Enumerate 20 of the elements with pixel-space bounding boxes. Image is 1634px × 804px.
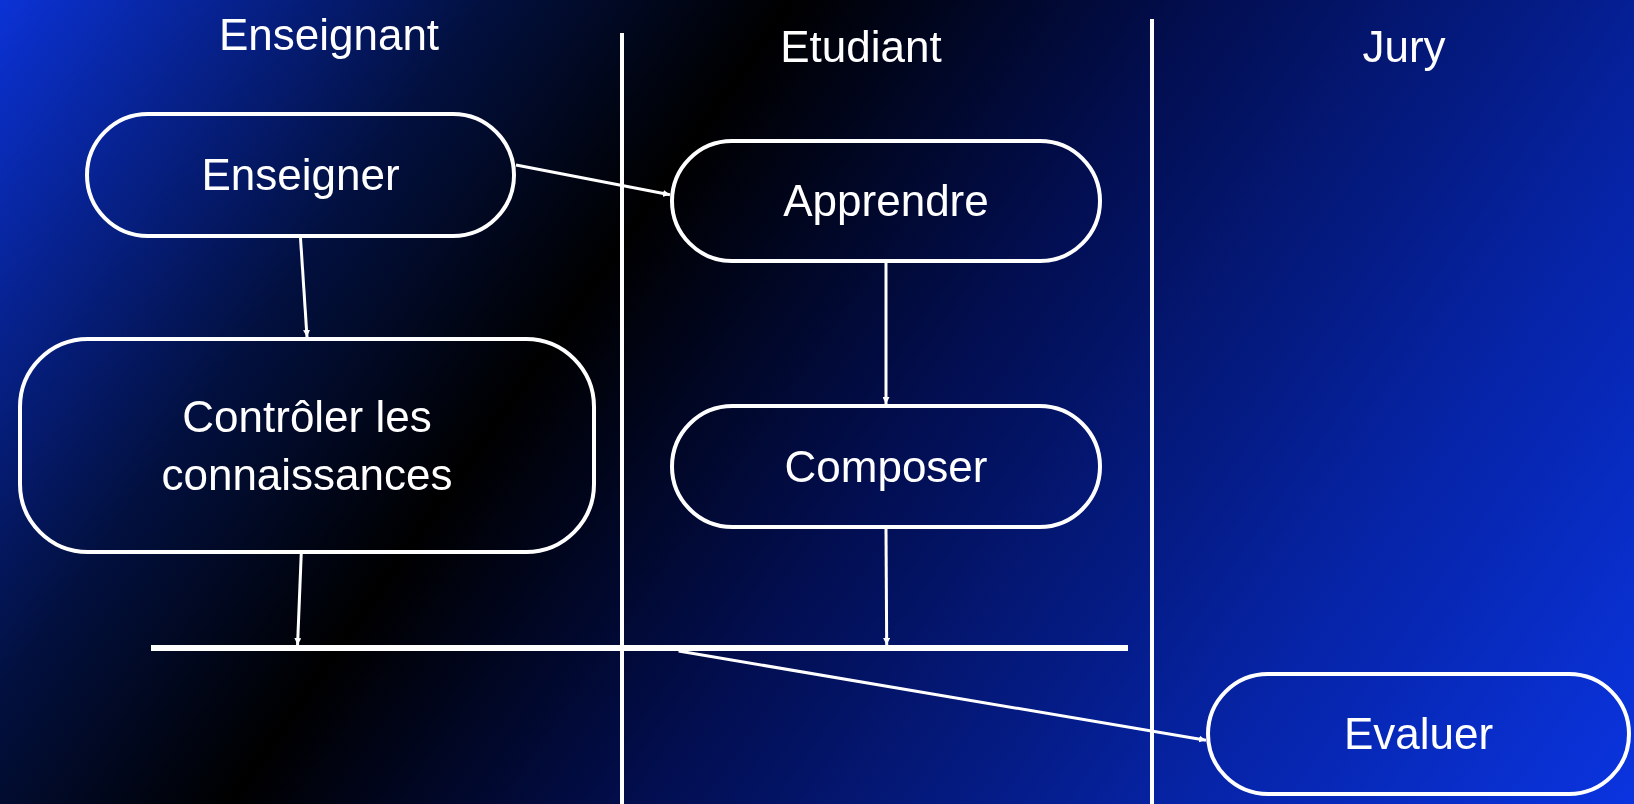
activity-box: [18, 337, 596, 554]
activity-label: Contrôler les connaissances: [160, 391, 454, 501]
arrow: [294, 553, 303, 646]
lane-heading: Etudiant: [780, 22, 942, 72]
lane-heading: Enseignant: [218, 10, 440, 60]
activity-box: [85, 112, 516, 238]
arrow: [882, 263, 890, 404]
synchronization-bar: [151, 645, 1128, 651]
arrow: [883, 529, 891, 645]
activity-box: [670, 139, 1102, 263]
activity-box: [670, 404, 1102, 529]
activity-box: [1206, 672, 1631, 796]
activity-label: Enseigner: [201, 149, 400, 202]
arrow: [515, 163, 671, 197]
activity-label: Evaluer: [1343, 708, 1494, 761]
activity-label: Composer: [784, 440, 988, 493]
arrow: [299, 237, 311, 338]
activity-label: Apprendre: [783, 175, 989, 228]
arrow: [678, 649, 1207, 743]
lane-heading: Jury: [1362, 22, 1446, 72]
